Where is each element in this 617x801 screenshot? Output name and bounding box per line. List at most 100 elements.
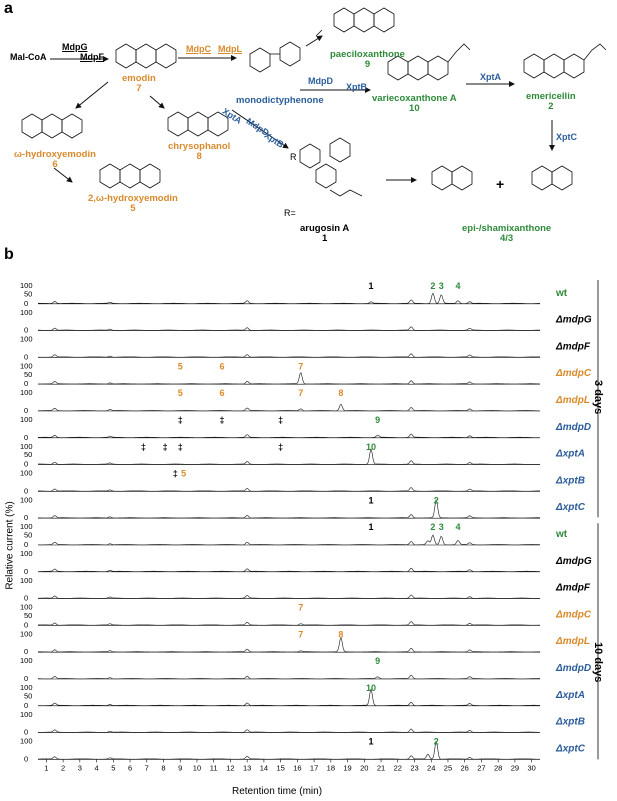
peak-label: 10 (366, 683, 376, 693)
y-tick-label: 0 (24, 754, 28, 763)
trace-label: ΔxptC (555, 502, 586, 513)
y-tick-label: 100 (20, 388, 33, 397)
trace-label: ΔmdpD (555, 663, 591, 674)
y-tick-label: 100 (20, 281, 33, 290)
trace-label: ΔmdpG (555, 315, 592, 326)
peak-label: ‡ (278, 442, 283, 452)
x-tick-label: 29 (511, 763, 519, 772)
enzyme-xpta-1: XptA (480, 72, 501, 82)
compound-chrysophanol: chrysophanol 8 (168, 141, 231, 162)
x-tick-label: 10 (193, 763, 201, 772)
peak-label: 5 (178, 361, 183, 371)
compound-2-omega-hydroxyemodin: 2,ω-hydroxyemodin 5 (88, 193, 178, 214)
trace-label: ΔxptC (555, 743, 586, 754)
y-tick-label: 0 (24, 486, 28, 495)
shamixanthone-structure (431, 165, 573, 191)
2-omega-hydroxyemodin-structure (99, 163, 161, 189)
x-tick-label: 3 (78, 763, 82, 772)
x-tick-label: 15 (276, 763, 284, 772)
peak-label: 6 (220, 388, 225, 398)
variecoxanthone-structure (387, 43, 471, 81)
enzyme-xptc: XptC (556, 132, 577, 142)
peak-label: 2 (434, 737, 439, 747)
trace-label: ΔmdpF (555, 583, 591, 594)
y-tick-label: 0 (24, 299, 28, 308)
peak-label: 2 (430, 522, 435, 532)
trace-label: wt (555, 529, 568, 540)
trace-line (38, 371, 541, 385)
peak-label: 10 (366, 442, 376, 452)
compound-paeciloxanthone: paeciloxanthone 9 (330, 49, 405, 70)
y-tick-label: 0 (24, 594, 28, 603)
y-tick-label: 0 (24, 701, 28, 710)
peak-label: 7 (298, 603, 303, 613)
peak-label: ‡ (178, 442, 183, 452)
peak-label: 2 (434, 495, 439, 505)
x-tick-label: 28 (494, 763, 502, 772)
y-tick-label: 0 (24, 567, 28, 576)
compound-emericellin: emericellin 2 (526, 91, 576, 112)
x-tick-label: 21 (377, 763, 385, 772)
y-tick-label: 0 (24, 647, 28, 656)
panel-a-letter: a (4, 0, 13, 17)
trace-line (38, 728, 540, 733)
y-tick-label: 100 (20, 549, 33, 558)
x-tick-label: 9 (178, 763, 182, 772)
y-tick-label: 50 (24, 450, 32, 459)
y-tick-label: 0 (24, 620, 28, 629)
trace-line (38, 487, 540, 492)
x-tick-label: 23 (410, 763, 418, 772)
peak-label: 3 (439, 522, 444, 532)
peak-label: 8 (338, 629, 343, 639)
x-tick-label: 11 (210, 763, 218, 772)
trace-label: wt (555, 288, 568, 299)
x-tick-label: 17 (310, 763, 318, 772)
trace-line (38, 292, 540, 304)
enzyme-mdpc: MdpC (186, 44, 211, 54)
y-tick-label: 50 (24, 289, 32, 298)
peak-label: 6 (220, 361, 225, 371)
trace-line (38, 594, 540, 599)
y-tick-label: 0 (24, 352, 28, 361)
y-axis-label: Relative current (%) (4, 501, 16, 590)
y-tick-label: 100 (20, 469, 33, 478)
pathway-scheme (21, 7, 607, 197)
arrow-emodin-omega (75, 81, 109, 109)
peak-label: 3 (439, 281, 444, 291)
emericellin-structure (523, 43, 607, 79)
trace-line (38, 567, 541, 572)
peak-label: ‡ (220, 415, 225, 425)
x-tick-label: 8 (161, 763, 165, 772)
y-tick-label: 0 (24, 326, 28, 335)
x-tick-label: 27 (477, 763, 485, 772)
y-tick-label: 0 (24, 379, 28, 388)
omega-hydroxyemodin-structure (21, 113, 83, 139)
mal-coa-label: Mal-CoA (10, 52, 47, 62)
group-label-10days: 10 days (592, 642, 604, 683)
trace-label: ΔmdpC (555, 368, 592, 379)
arrow-omega-2omega (53, 167, 73, 183)
trace-line (38, 621, 540, 626)
y-tick-label: 50 (24, 370, 32, 379)
y-tick-label: 50 (24, 531, 32, 540)
x-tick-label: 14 (260, 763, 268, 772)
peak-label: 8 (338, 388, 343, 398)
compound-omega-hydroxyemodin: ω-hydroxyemodin 6 (14, 149, 96, 170)
y-tick-label: 100 (20, 495, 33, 504)
peak-label: ‡ (178, 415, 183, 425)
y-tick-label: 100 (20, 737, 33, 746)
peak-label: 1 (368, 522, 373, 532)
peak-label: 9 (375, 415, 380, 425)
trace-label: ΔxptA (555, 449, 585, 460)
trace-label: ΔmdpC (555, 609, 592, 620)
peak-label: 2 (430, 281, 435, 291)
x-tick-label: 18 (327, 763, 335, 772)
x-tick-label: 12 (226, 763, 234, 772)
compound-epi-shamixanthone: epi-/shamixanthone 4/3 (462, 223, 552, 244)
y-tick-label: 100 (20, 442, 33, 451)
enzyme-xptb-1: XptB (346, 82, 367, 92)
x-tick-label: 19 (343, 763, 351, 772)
peak-label: 5 (178, 388, 183, 398)
peak-label: 1 (368, 281, 373, 291)
